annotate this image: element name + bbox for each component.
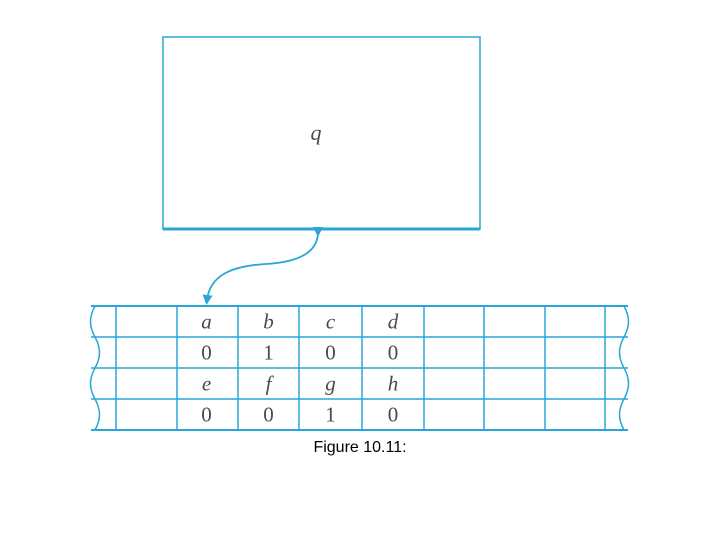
tape-cell-symbol: 0 <box>201 403 212 427</box>
tape-cell-symbol: 1 <box>263 341 274 365</box>
figure-caption: Figure 10.11: <box>313 439 407 456</box>
tape-cell-symbol: 0 <box>388 403 399 427</box>
control-unit-box <box>162 36 481 230</box>
tape-cell-symbol: e <box>202 372 211 396</box>
tape-right-torn-edge <box>618 305 630 431</box>
tape-cell-symbol: 0 <box>201 341 212 365</box>
tape-cell-symbol: f <box>266 372 275 396</box>
tape-cell-symbol: h <box>388 372 399 396</box>
tape-cell-symbol: 0 <box>388 341 399 365</box>
tape-cell-symbol: 0 <box>325 341 336 365</box>
tape-cell-symbol: b <box>263 310 274 334</box>
tape-cell-symbol: d <box>388 310 399 334</box>
control-unit: q <box>162 36 481 231</box>
tape-grid <box>89 305 630 431</box>
state-label: q <box>311 120 322 145</box>
tape-cell-symbol: 1 <box>325 403 336 427</box>
read-write-head-connector <box>202 226 324 305</box>
tape-cell-symbol: 0 <box>263 403 274 427</box>
tape-left-torn-edge <box>89 305 101 431</box>
tape: a b c d 0 1 0 0 e f g h 0 0 1 0 <box>89 305 630 431</box>
tape-cell-symbol: a <box>201 310 212 334</box>
tape-cells: a b c d 0 1 0 0 e f g h 0 0 1 0 <box>201 310 399 427</box>
tape-cell-symbol: g <box>325 372 336 396</box>
tape-cell-symbol: c <box>326 310 336 334</box>
